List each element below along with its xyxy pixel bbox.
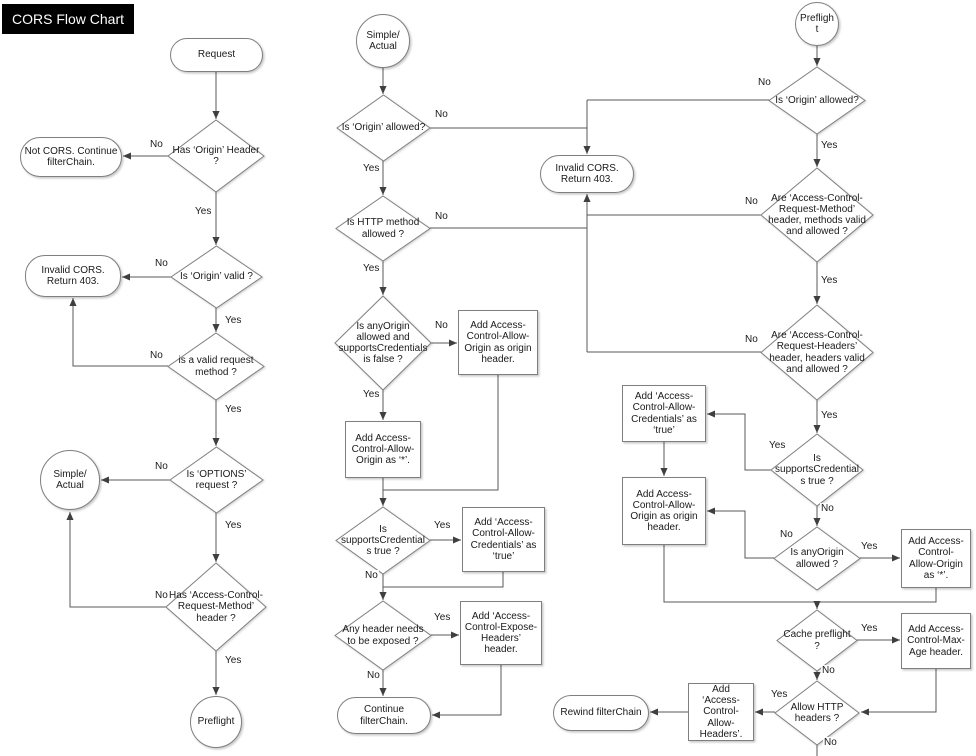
decision-is-options-request: Is ‘OPTIONS’ request ? — [170, 447, 263, 513]
diamond-shape — [769, 67, 865, 134]
decision-allow-http-headers: Allow HTTP headers ? — [775, 681, 859, 745]
edge-label-yes: Yes — [820, 140, 839, 151]
diamond-shape — [761, 168, 873, 262]
edge-origin3-join-cache — [663, 545, 821, 609]
diamond-shape — [166, 563, 266, 651]
process-add-expose-headers: Add ‘Access-Control-Expose-Headers’ head… — [460, 601, 542, 665]
diamond-shape — [336, 196, 430, 261]
connector-preflight-2: Preflight — [795, 2, 839, 46]
edge-anyorigin3-no — [707, 507, 774, 559]
edge-label-no: No — [821, 665, 836, 676]
edge-label-no: No — [364, 570, 379, 581]
edge-label-yes: Yes — [224, 404, 243, 415]
edge-valid-method-no — [69, 298, 168, 367]
edge-label-no: No — [434, 211, 449, 222]
diamond-shape — [774, 527, 860, 590]
edge-label-no: No — [366, 670, 381, 681]
diamond-shape — [775, 681, 859, 745]
decision-acrm-valid-allowed: Are ‘Access-Control-Request-Method’ head… — [761, 168, 873, 262]
decision-supports-credentials-2: Is supportsCredentials true ? — [336, 507, 430, 574]
terminator-invalid-cors-1: Invalid CORS. Return 403. — [25, 255, 121, 297]
decision-any-header-exposed: Any header needs to be exposed ? — [335, 601, 431, 670]
decision-origin-allowed-3: Is ‘Origin’ allowed? — [769, 67, 865, 134]
connector-simple-actual-1: Simple/ Actual — [40, 450, 100, 510]
diamond-shape — [761, 305, 873, 400]
process-add-acao-star-2: Add Access-Control-Allow-Origin as ‘*’. — [345, 421, 421, 478]
process-add-max-age: Add Access-Control-Max-Age header. — [901, 613, 971, 669]
process-add-acao-origin-3: Add Access-Control-Allow-Origin as origi… — [622, 477, 706, 545]
decision-cache-preflight: Cache preflight ? — [777, 610, 857, 671]
decision-valid-request-method: is a valid request method ? — [168, 333, 264, 400]
process-add-allow-headers: Add ‘Access-Control-Allow-Headers’. — [688, 683, 754, 741]
diamond-shape — [337, 95, 430, 161]
edge-label-yes: Yes — [768, 440, 787, 451]
edge-label-yes: Yes — [224, 315, 243, 326]
terminator-request: Request — [170, 38, 263, 72]
edge-label-no: No — [823, 737, 838, 748]
edge-label-yes: Yes — [820, 275, 839, 286]
terminator-invalid-cors-2: Invalid CORS. Return 403. — [540, 155, 634, 193]
terminator-continue-filterchain: Continue filterChain. — [337, 697, 431, 734]
chart-title: CORS Flow Chart — [2, 4, 135, 34]
edge-label-no: No — [154, 258, 169, 269]
edge-maxage-join — [861, 669, 937, 716]
decision-anyorigin-allowed-3: Is anyOrigin allowed ? — [774, 527, 860, 590]
edge-label-yes: Yes — [362, 389, 381, 400]
edge-label-no: No — [779, 529, 794, 540]
diamond-shape — [336, 507, 430, 574]
process-add-acao-origin-2: Add Access-Control-Allow-Origin as origi… — [458, 310, 538, 375]
edge-label-yes: Yes — [224, 655, 243, 666]
edge-supports3-yes — [707, 410, 771, 471]
decision-has-origin-header: Has ‘Origin’ Header ? — [168, 120, 264, 192]
decision-is-origin-valid: Is ‘Origin’ valid ? — [171, 246, 262, 308]
edge-label-yes: Yes — [362, 263, 381, 274]
diamond-shape — [335, 296, 431, 390]
edge-acao-origin2-join — [383, 375, 499, 491]
edge-label-no: No — [434, 320, 449, 331]
edge-label-yes: Yes — [194, 206, 213, 217]
edge-label-no: No — [820, 503, 835, 514]
decision-acrh-valid-allowed: Are ‘Access-Control-Request-Headers’ hea… — [761, 305, 873, 400]
process-add-credentials-true-2: Add ‘Access-Control-Allow-Credentials’ a… — [462, 507, 545, 572]
edge-label-yes: Yes — [770, 689, 789, 700]
edge-label-no: No — [744, 334, 759, 345]
diamond-shape — [168, 120, 264, 192]
edge-label-yes: Yes — [433, 520, 452, 531]
diamond-shape — [171, 246, 262, 308]
diamond-shape — [771, 434, 863, 506]
process-add-credentials-true-3: Add ‘Access-Control-Allow-Credentials’ a… — [622, 385, 706, 442]
edge-label-no: No — [149, 350, 164, 361]
edge-label-yes: Yes — [860, 623, 879, 634]
edge-aceh-to-continue — [432, 665, 502, 719]
edge-label-no: No — [149, 139, 164, 150]
decision-http-method-allowed: Is HTTP method allowed ? — [336, 196, 430, 261]
edge-label-no: No — [154, 461, 169, 472]
terminator-not-cors: Not CORS. Continue filterChain. — [20, 137, 122, 177]
edge-label-yes: Yes — [433, 612, 452, 623]
terminator-rewind-filterchain: Rewind filterChain — [553, 695, 649, 731]
edge-cred2-join — [383, 572, 504, 588]
edge-label-no: No — [757, 77, 772, 88]
diamond-shape — [777, 610, 857, 671]
diamond-shape — [170, 447, 263, 513]
edge-label-no: No — [154, 590, 169, 601]
process-add-acao-star-3: Add Access-Control-Allow-Origin as ‘*’. — [901, 529, 971, 588]
edge-label-yes: Yes — [362, 163, 381, 174]
edge-label-yes: Yes — [820, 410, 839, 421]
edge-label-yes: Yes — [860, 541, 879, 552]
decision-supports-credentials-3: Is supportsCredentials true ? — [771, 434, 863, 506]
edge-label-no: No — [434, 109, 449, 120]
decision-anyorigin-cred-false: Is anyOrigin allowed and supportsCredent… — [335, 296, 431, 390]
decision-origin-allowed-2: Is ‘Origin’ allowed? — [337, 95, 430, 161]
edge-label-no: No — [744, 196, 759, 207]
connector-simple-actual-2: Simple/ Actual — [356, 14, 410, 68]
edge-label-yes: Yes — [224, 520, 243, 531]
edge-acrm1-no — [66, 512, 166, 608]
decision-has-acrm-header: Has ‘Access-Control-Request-Method’ head… — [166, 563, 266, 651]
diamond-shape — [335, 601, 431, 670]
connector-preflight-1: Preflight — [190, 696, 242, 748]
edge-star3-join — [819, 588, 937, 603]
diamond-shape — [168, 333, 264, 400]
